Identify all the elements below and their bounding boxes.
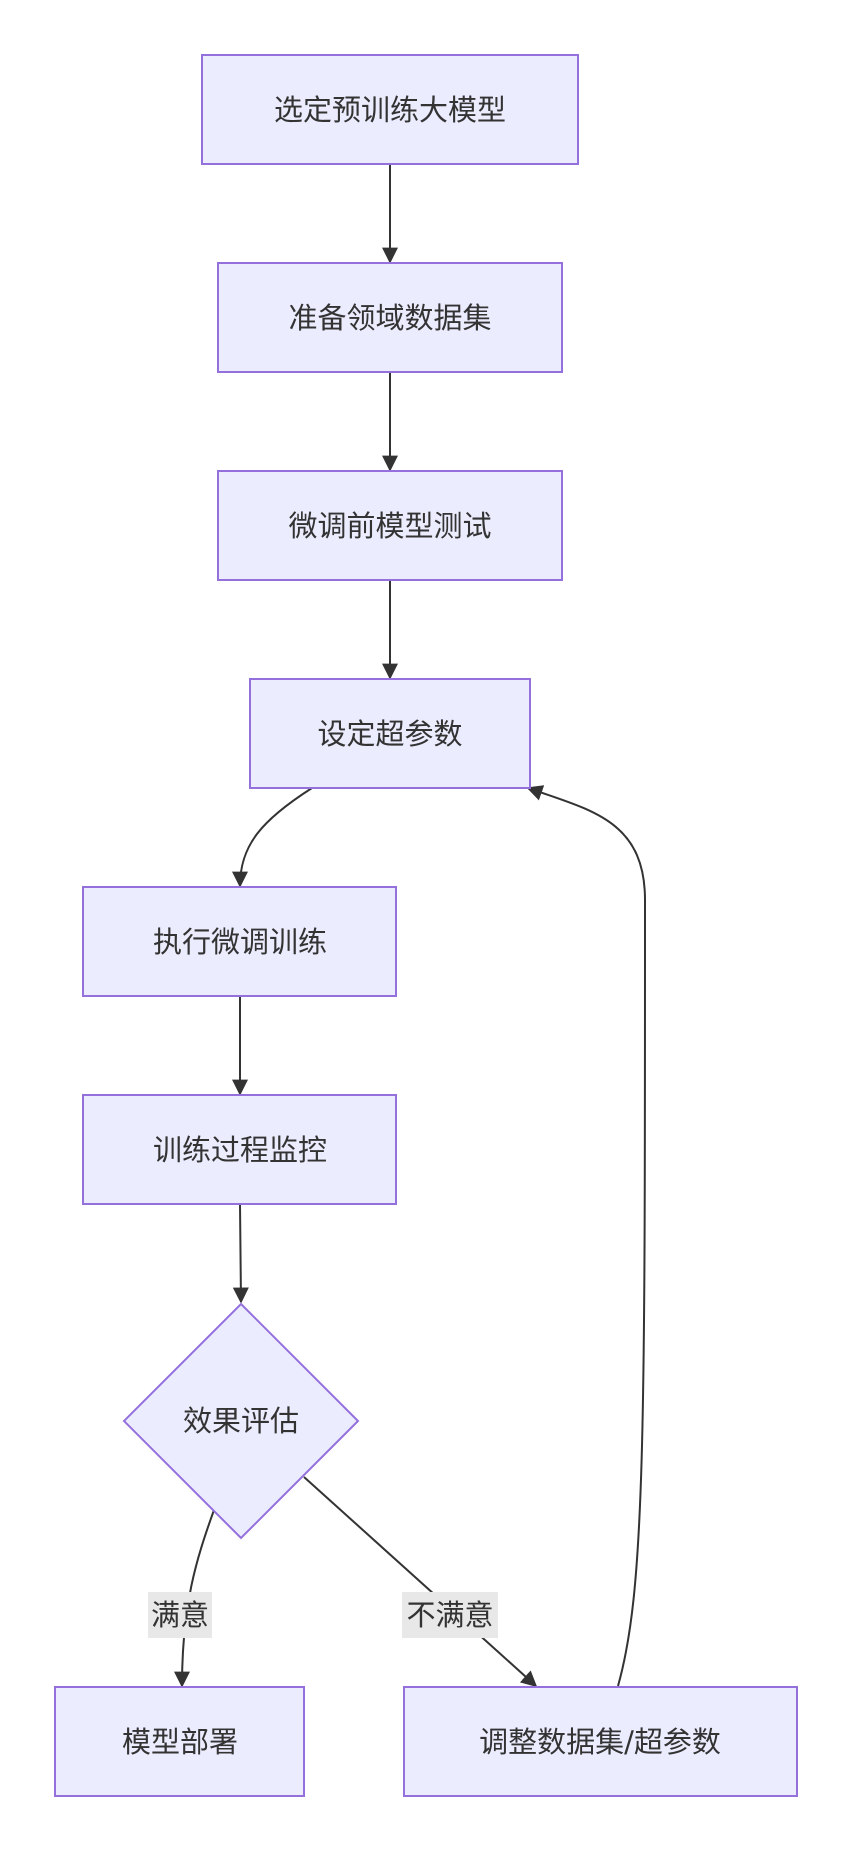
node-pre-test: 微调前模型测试 bbox=[217, 470, 563, 581]
node-select-model: 选定预训练大模型 bbox=[201, 54, 579, 165]
node-monitor-label: 训练过程监控 bbox=[153, 1133, 327, 1167]
node-select-model-label: 选定预训练大模型 bbox=[274, 93, 506, 127]
node-deploy-label: 模型部署 bbox=[122, 1725, 238, 1759]
edge-label-satisfied-text: 满意 bbox=[151, 1598, 209, 1632]
node-adjust: 调整数据集/超参数 bbox=[403, 1686, 798, 1797]
edge-label-unsatisfied: 不满意 bbox=[402, 1592, 498, 1638]
node-evaluate-label: 效果评估 bbox=[183, 1404, 299, 1438]
node-run-finetune-label: 执行微调训练 bbox=[153, 925, 327, 959]
node-prepare-data-label: 准备领域数据集 bbox=[288, 301, 491, 335]
edge-label-satisfied: 满意 bbox=[148, 1592, 212, 1638]
node-prepare-data: 准备领域数据集 bbox=[217, 262, 563, 373]
edge-evaluate-to-deploy bbox=[174, 1509, 215, 1688]
node-run-finetune: 执行微调训练 bbox=[82, 886, 397, 997]
node-set-hparams: 设定超参数 bbox=[249, 678, 531, 789]
node-adjust-label: 调整数据集/超参数 bbox=[479, 1725, 721, 1759]
edge-label-unsatisfied-text: 不满意 bbox=[406, 1598, 493, 1632]
edge-adjust-to-sethparams bbox=[526, 785, 647, 1687]
node-pre-test-label: 微调前模型测试 bbox=[288, 509, 491, 543]
node-monitor: 训练过程监控 bbox=[82, 1094, 397, 1205]
edges bbox=[174, 164, 647, 1688]
edge-monitor-to-evaluate bbox=[232, 1203, 249, 1304]
node-evaluate: 效果评估 bbox=[122, 1302, 360, 1540]
node-deploy: 模型部署 bbox=[54, 1686, 305, 1797]
edge-sethparams-to-run bbox=[232, 787, 313, 888]
node-set-hparams-label: 设定超参数 bbox=[317, 717, 462, 751]
edge-evaluate-to-adjust bbox=[303, 1476, 538, 1688]
